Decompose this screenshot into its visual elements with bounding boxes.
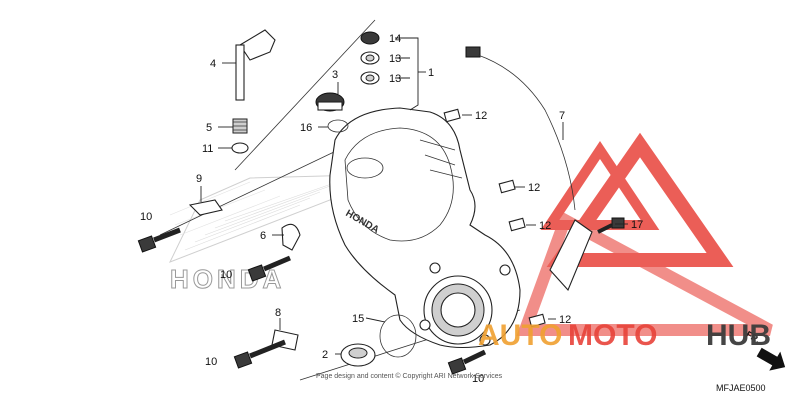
callout-16: 16 xyxy=(300,122,312,134)
part-12-dowel-pin xyxy=(508,217,526,232)
part-16-o-ring xyxy=(327,119,349,133)
part-12-dowel-pin xyxy=(528,313,546,328)
callout-5: 5 xyxy=(206,122,212,134)
part-3-filler-cap xyxy=(315,92,345,112)
watermark-text: AUTO MOTO HUB xyxy=(478,319,771,352)
callout-17: 17 xyxy=(631,219,643,231)
part-10-bolt xyxy=(447,349,487,375)
part-17-bolt xyxy=(597,217,625,234)
callout-12: 12 xyxy=(528,182,540,194)
callout-13: 13 xyxy=(389,53,401,65)
callout-10: 10 xyxy=(220,269,232,281)
part-12-dowel-pin xyxy=(443,108,461,123)
part-10-bolt xyxy=(247,255,291,282)
watermark-moto: MOTO xyxy=(568,319,657,352)
callout-10: 10 xyxy=(205,356,217,368)
callout-8: 8 xyxy=(275,307,281,319)
callout-13: 13 xyxy=(389,73,401,85)
callout-6: 6 xyxy=(260,230,266,242)
callout-12: 12 xyxy=(559,314,571,326)
copyright-note: Page design and content © Copyright ARI … xyxy=(316,372,503,380)
part-15-o-ring xyxy=(379,314,417,358)
callout-14: 14 xyxy=(389,33,401,45)
watermark-hub: HUB xyxy=(706,319,771,352)
part-2-plug xyxy=(340,343,376,367)
callout-4: 4 xyxy=(210,58,216,70)
callout-11: 11 xyxy=(202,143,213,155)
callout-2: 2 xyxy=(322,349,328,361)
crankcase-cover: HONDA xyxy=(329,107,521,349)
watermark-logo xyxy=(516,132,773,336)
diagram-code: MFJAE0500 xyxy=(716,383,766,393)
part-5-spring xyxy=(232,118,248,134)
part-9-bracket xyxy=(188,199,223,216)
callout-3: 3 xyxy=(332,69,338,81)
part-12-dowel-pin xyxy=(498,179,516,194)
callout-7: 7 xyxy=(559,110,565,122)
part-6-clamp xyxy=(281,223,301,251)
part-7-sensor xyxy=(465,46,593,292)
callout-9: 9 xyxy=(196,173,202,185)
part-4-shift-shaft xyxy=(235,29,276,101)
callout-1: 1 xyxy=(428,67,434,79)
callout-12: 12 xyxy=(475,110,487,122)
callout-10: 10 xyxy=(140,211,152,223)
part-11-washer xyxy=(231,142,249,154)
part-14-13-bearings xyxy=(360,31,380,85)
callout-10: 10 xyxy=(472,373,484,385)
part-10-bolt xyxy=(233,339,286,369)
watermark-auto: AUTO xyxy=(478,319,562,352)
callout-12: 12 xyxy=(539,220,551,232)
part-10-bolt xyxy=(137,227,181,253)
callout-15: 15 xyxy=(352,313,364,325)
